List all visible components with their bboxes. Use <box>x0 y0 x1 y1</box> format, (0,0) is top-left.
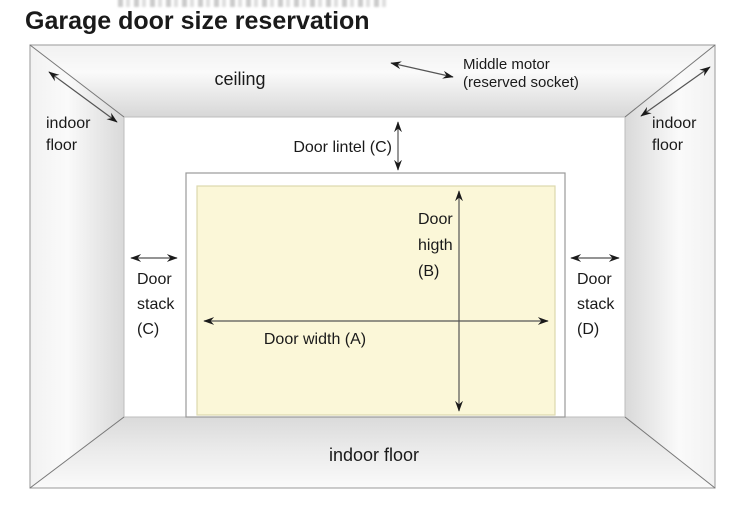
door-stack-right-label-line1: Door <box>577 271 612 288</box>
door-stack-left-label-line1: Door <box>137 271 172 288</box>
indoor-floor-right-label-line2: floor <box>652 137 684 154</box>
door-width-label: Door width (A) <box>264 331 366 348</box>
middle-motor-label-line2: (reserved socket) <box>463 74 579 91</box>
door-panel <box>196 185 556 416</box>
door-height-label-line2: higth <box>418 237 453 254</box>
right-wall-surface <box>625 45 715 488</box>
corner-edge-bottom-right <box>624 416 716 489</box>
door-height-label-line3: (B) <box>418 263 439 280</box>
door-height-label-line1: Door <box>418 211 453 228</box>
middle-motor-arrow <box>390 61 454 79</box>
indoor-floor-right-label-line1: indoor <box>652 115 697 132</box>
right-wall-depth-arrow <box>640 66 711 117</box>
ceiling-label: ceiling <box>214 69 265 89</box>
door-stack-left-label-line2: stack <box>137 296 175 313</box>
door-stack-right-label-line3: (D) <box>577 321 599 338</box>
door-stack-left-label-line3: (C) <box>137 321 159 338</box>
middle-motor-label-line1: Middle motor <box>463 56 550 73</box>
door-stack-right-label-line2: stack <box>577 296 615 313</box>
page-title: Garage door size reservation <box>25 7 370 35</box>
corner-edge-bottom-left <box>29 416 125 489</box>
indoor-floor-bottom-label: indoor floor <box>329 445 419 465</box>
floor-surface <box>30 417 715 488</box>
room-outline <box>29 44 716 489</box>
indoor-floor-left-label-line1: indoor <box>46 115 91 132</box>
indoor-floor-left-label-line2: floor <box>46 137 78 154</box>
left-wall-depth-arrow <box>48 71 118 123</box>
ceiling-surface <box>30 45 715 117</box>
door-lintel-label: Door lintel (C) <box>293 139 392 156</box>
left-wall-surface <box>30 45 124 488</box>
